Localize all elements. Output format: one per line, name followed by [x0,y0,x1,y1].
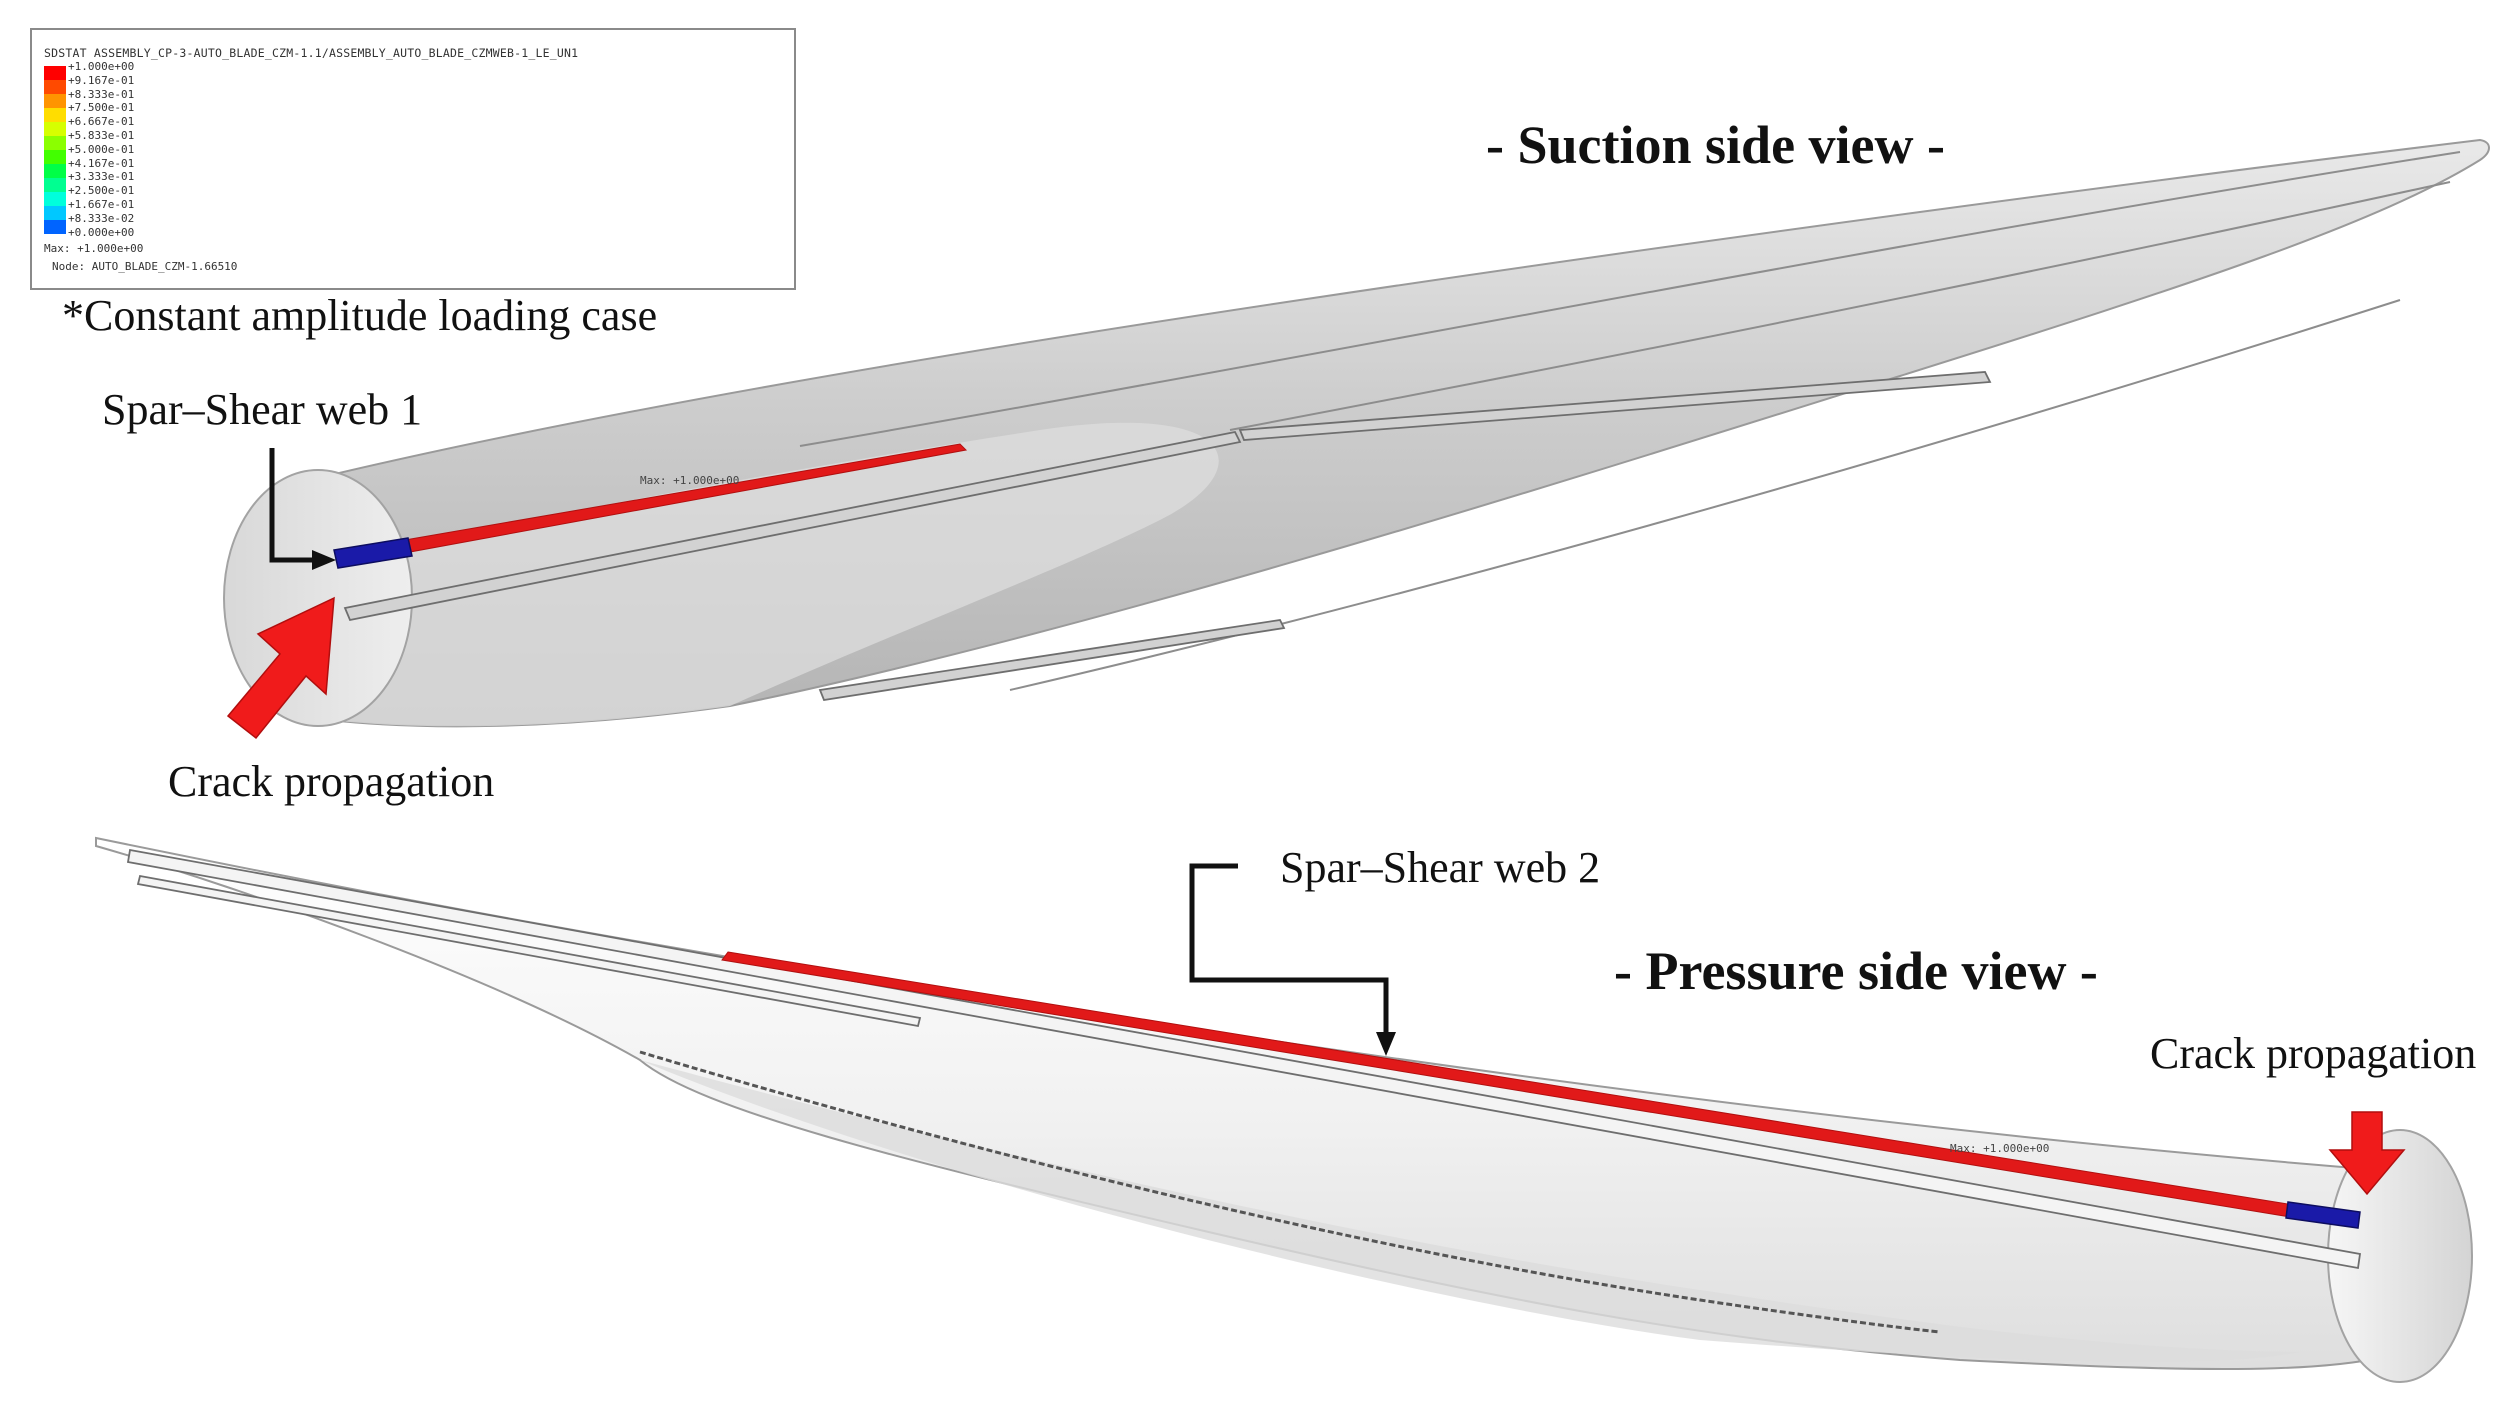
web2-leader-line [1189,863,1396,1056]
suction-crack-tip [333,537,413,569]
pressure-trailing-edge-line [639,1050,1941,1334]
web2-leader-arrowhead [1376,1032,1396,1056]
legend-swatch [44,178,66,192]
legend-swatch [44,94,66,108]
suction-edge-line-2 [1229,181,2451,431]
suction-side-blade: Max: +1.000e+00 [223,138,2490,728]
suction-edge-line-1 [799,151,2461,447]
legend-tick-label: +8.333e-01 [68,87,135,101]
pressure-spar-strip-1 [126,848,2362,1270]
pressure-crack-tip [2285,1201,2361,1229]
legend-tick-label: +1.667e-01 [68,197,135,211]
legend-swatch [44,108,66,122]
suction-crack-label: Crack propagation [168,757,495,806]
suction-crack-arrow [226,596,335,740]
suction-max-tag: Max: +1.000e+00 [640,474,739,487]
suction-side-title: - Suction side view - [1486,115,1945,175]
web1-label: Spar–Shear web 1 [102,385,423,434]
legend-tick-label: +6.667e-01 [68,115,135,129]
suction-spar-strip-1 [343,430,1242,622]
legend-node-line: Node: AUTO_BLADE_CZM-1.66510 [52,260,238,273]
pressure-side-blade: Max: +1.000e+00 [95,836,2473,1383]
legend-swatch [44,66,66,80]
legend-swatch [44,206,66,220]
legend-tick-labels: +1.000e+00+9.167e-01+8.333e-01+7.500e-01… [68,60,134,239]
legend-swatch [44,136,66,150]
suction-spar-strip-2 [1238,371,1992,441]
legend-header: SDSTAT ASSEMBLY_CP-3-AUTO_BLADE_CZM-1.1/… [44,46,579,60]
legend-tick-label: +8.333e-02 [68,211,135,225]
pressure-crack-arrow [2328,1111,2406,1196]
suction-edge-line-3 [1009,299,2401,691]
legend-tick-label: +1.000e+00 [68,60,135,73]
legend-tick-label: +3.333e-01 [68,170,135,184]
legend-swatch [44,80,66,94]
legend-tick-label: +5.833e-01 [68,128,135,142]
suction-root-shading [330,422,1219,727]
legend-swatch [44,150,66,164]
pressure-max-tag: Max: +1.000e+00 [1950,1142,2049,1155]
legend-color-bar [44,66,66,234]
contour-legend: SDSTAT ASSEMBLY_CP-3-AUTO_BLADE_CZM-1.1/… [30,28,796,290]
legend-swatch [44,192,66,206]
legend-tick-label: +2.500e-01 [68,184,135,198]
legend-tick-label: +5.000e-01 [68,142,135,156]
pressure-spar-strip-2 [136,874,922,1028]
legend-swatch [44,122,66,136]
legend-max-line: Max: +1.000e+00 [44,242,144,255]
web1-leader-arrowhead [312,550,336,570]
legend-tick-label: +4.167e-01 [68,156,135,170]
pressure-side-title: - Pressure side view - [1614,941,2098,1001]
legend-swatch [44,220,66,234]
web1-leader-line [269,448,336,570]
loading-case-caption: *Constant amplitude loading case [62,291,658,340]
legend-swatch [44,164,66,178]
web2-label: Spar–Shear web 2 [1280,843,1601,892]
legend-tick-label: +7.500e-01 [68,101,135,115]
pressure-crack-label: Crack propagation [2150,1029,2477,1078]
suction-spar-strip-3 [818,619,1286,702]
legend-tick-label: +9.167e-01 [68,73,135,87]
legend-tick-label: +0.000e+00 [68,225,135,239]
